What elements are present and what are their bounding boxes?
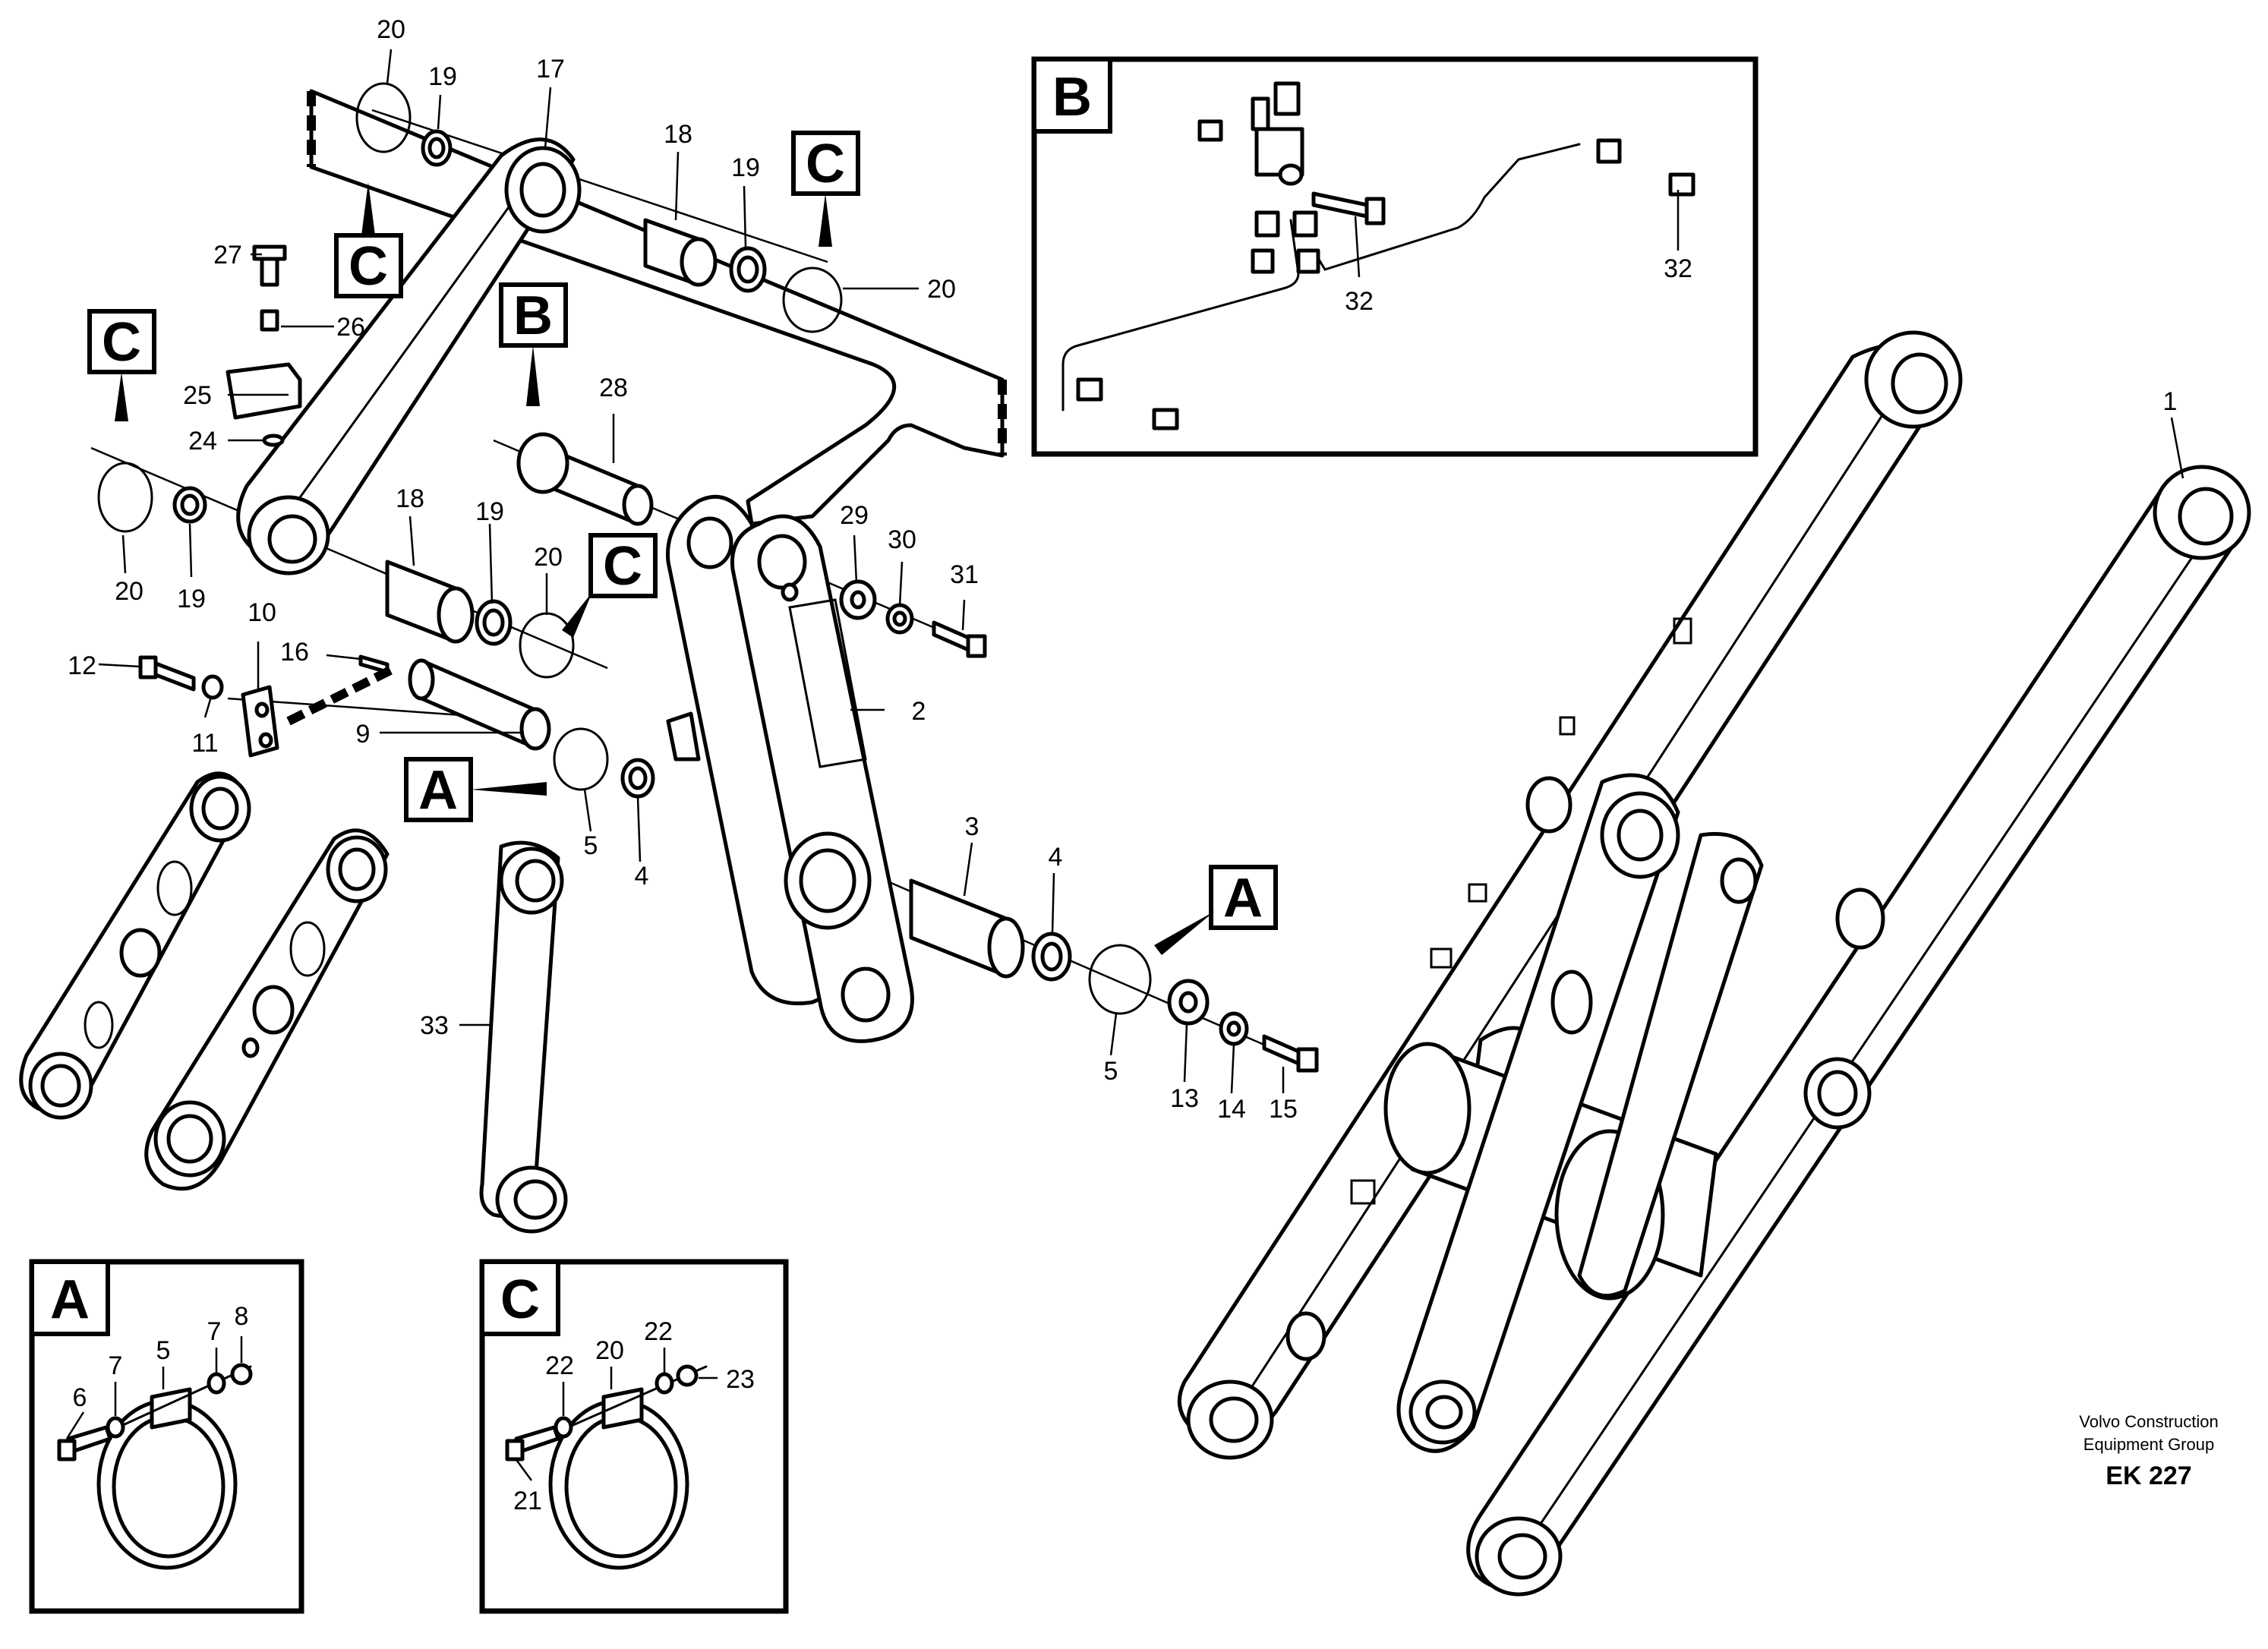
diagram-code: EK 227 (2106, 1461, 2191, 1490)
label-20: 20 (377, 15, 405, 44)
label-5: 5 (1104, 1057, 1118, 1086)
label-4: 4 (635, 862, 649, 891)
callout-c-top: C (334, 182, 403, 298)
label-27: 27 (213, 241, 242, 270)
svg-text:5: 5 (156, 1336, 171, 1365)
link-33 (479, 840, 568, 1234)
label-19: 19 (731, 153, 760, 182)
label-17: 17 (536, 55, 565, 84)
bellcrank-2 (666, 494, 914, 1043)
label-33: 33 (420, 1011, 449, 1040)
detail-c-frame (479, 1259, 789, 1614)
label-10: 10 (248, 598, 276, 627)
svg-text:6: 6 (73, 1383, 87, 1412)
detail-a-drawing (57, 1363, 253, 1570)
svg-text:20: 20 (595, 1336, 624, 1365)
svg-text:A: A (1223, 868, 1263, 929)
credit-line-2: Equipment Group (2083, 1435, 2214, 1454)
callout-c-mid: C (562, 533, 658, 638)
svg-text:7: 7 (207, 1317, 222, 1346)
detail-b-title: B (1032, 57, 1112, 134)
label-19: 19 (428, 62, 457, 91)
part-number-labels: 20 19 17 18 19 20 27 26 25 24 28 20 19 1… (68, 15, 2177, 1124)
callout-a-left: A (404, 757, 547, 822)
svg-text:C: C (349, 236, 388, 297)
label-28: 28 (599, 374, 628, 402)
callout-a-right: A (1154, 865, 1278, 955)
publisher-credit: Volvo Construction Equipment Group EK 22… (2079, 1412, 2218, 1490)
label-20: 20 (534, 543, 563, 572)
label-1: 1 (2163, 387, 2178, 416)
label-20: 20 (927, 275, 956, 304)
leader-lines (65, 49, 2184, 1481)
label-20: 20 (115, 577, 144, 606)
label-24: 24 (188, 427, 217, 456)
svg-text:B: B (1052, 67, 1092, 128)
label-3: 3 (965, 812, 979, 841)
detail-c-title: C (480, 1260, 560, 1336)
callout-b: B (499, 282, 568, 406)
link-17 (236, 137, 582, 575)
svg-text:22: 22 (644, 1317, 673, 1346)
label-16: 16 (280, 638, 309, 667)
label-19: 19 (177, 585, 206, 613)
label-2: 2 (912, 697, 926, 726)
label-25: 25 (183, 381, 212, 410)
svg-text:22: 22 (545, 1351, 574, 1380)
label-30: 30 (888, 525, 916, 554)
svg-text:8: 8 (235, 1302, 249, 1331)
link-plates-left (19, 771, 390, 1191)
detail-b-lines (1061, 81, 1695, 430)
boom-1 (1177, 330, 2251, 1597)
detail-c-labels: 21 22 20 22 23 (513, 1317, 755, 1515)
svg-text:C: C (500, 1269, 540, 1330)
label-9: 9 (356, 720, 371, 749)
svg-text:7: 7 (109, 1351, 123, 1380)
label-14: 14 (1217, 1095, 1246, 1124)
svg-text:B: B (513, 285, 553, 346)
label-18: 18 (396, 484, 424, 513)
label-32: 32 (1345, 287, 1374, 316)
label-18: 18 (664, 120, 692, 149)
svg-text:A: A (418, 760, 458, 821)
detail-a-title: A (30, 1260, 110, 1336)
detail-a-frame (29, 1259, 304, 1614)
svg-text:C: C (603, 536, 642, 597)
label-19: 19 (475, 497, 504, 526)
callout-c-top-right: C (791, 131, 860, 247)
credit-line-1: Volvo Construction (2079, 1412, 2218, 1431)
label-12: 12 (68, 651, 96, 680)
label-29: 29 (840, 501, 869, 530)
label-4: 4 (1049, 843, 1063, 872)
label-15: 15 (1269, 1095, 1298, 1124)
label-5: 5 (584, 831, 598, 860)
label-32: 32 (1664, 254, 1692, 283)
label-26: 26 (336, 313, 365, 342)
detail-a-labels: 6 7 5 7 8 (73, 1302, 249, 1412)
detail-c-drawing (505, 1364, 708, 1570)
small-hardware (97, 82, 1319, 1073)
label-11: 11 (191, 729, 218, 758)
svg-text:C: C (102, 312, 141, 373)
svg-text:23: 23 (726, 1365, 755, 1394)
label-13: 13 (1170, 1084, 1199, 1113)
detail-b-frame (1031, 56, 1759, 457)
callout-c-left: C (87, 309, 156, 421)
svg-text:C: C (806, 134, 845, 194)
label-31: 31 (950, 560, 979, 589)
svg-text:21: 21 (513, 1487, 542, 1515)
svg-text:A: A (50, 1269, 90, 1330)
